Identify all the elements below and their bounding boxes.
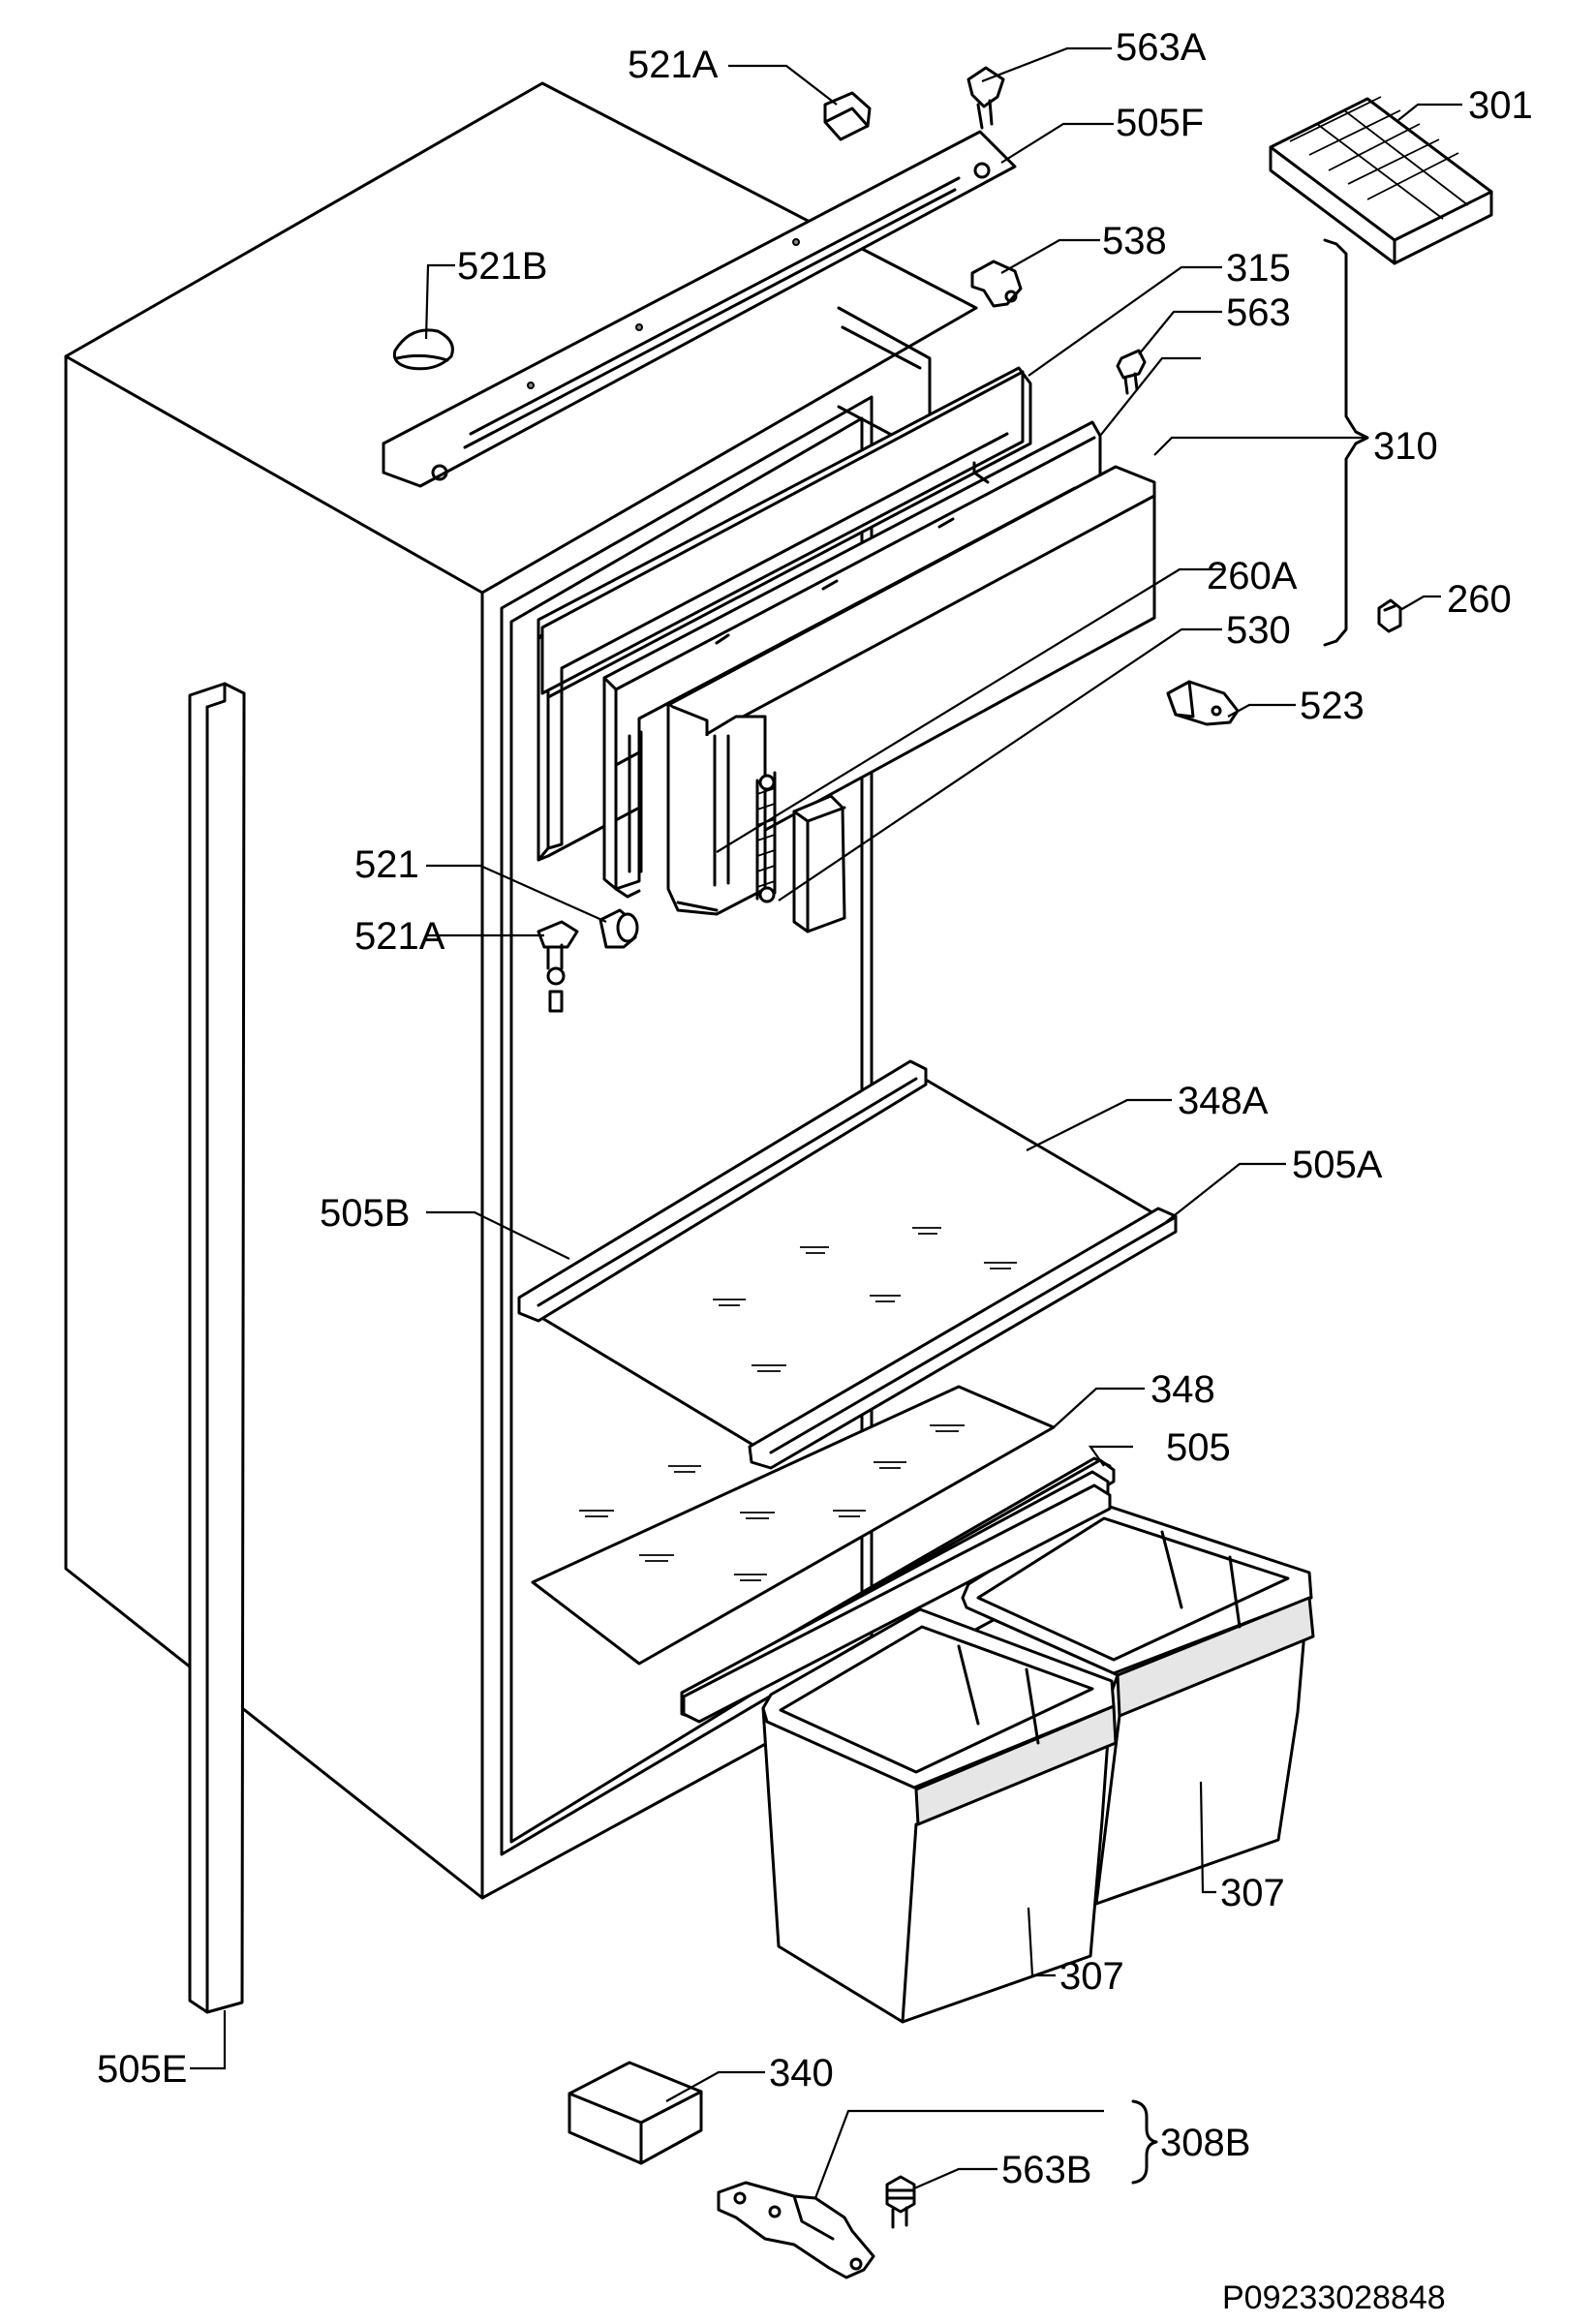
label-505a: 505A: [1292, 1144, 1383, 1186]
hinge-pins: [537, 349, 1147, 1013]
label-308b: 308B: [1160, 2122, 1250, 2164]
label-505b: 505B: [320, 1192, 410, 1235]
label-260a: 260A: [1207, 555, 1298, 597]
part-labels: 521A 563A 505F 301 521B 538 315 563 310 …: [97, 26, 1533, 2316]
crisper-drawer-left: [761, 1607, 1118, 2024]
label-348: 348: [1150, 1368, 1215, 1411]
top-hinge-rail: [382, 130, 1017, 488]
label-523: 523: [1300, 685, 1365, 727]
door-hinge-spring: [755, 771, 777, 903]
label-301: 301: [1468, 84, 1533, 127]
label-505: 505: [1166, 1426, 1231, 1469]
freezer-door-frame: [537, 366, 1032, 862]
ice-cube-tray: [1269, 96, 1493, 265]
label-521b: 521B: [457, 245, 547, 288]
door-handle-piece: [792, 794, 846, 933]
leader-lines: [190, 46, 1462, 2199]
label-505e: 505E: [97, 2048, 187, 2091]
right-small-parts: [1166, 598, 1402, 726]
label-521: 521: [354, 843, 419, 886]
label-563b: 563B: [1001, 2149, 1091, 2191]
bottom-hinge-bracket: [717, 2175, 916, 2279]
spacer-block: [567, 2061, 703, 2165]
upper-glass-shelf: [517, 1059, 1178, 1470]
label-505f: 505F: [1116, 102, 1204, 144]
label-310: 310: [1373, 425, 1438, 468]
freezer-door-outer: [666, 465, 1156, 916]
crisper-drawer-right: [961, 1501, 1315, 1906]
label-260: 260: [1447, 578, 1512, 621]
door-seal-strip: [188, 682, 246, 2014]
label-530: 530: [1226, 609, 1291, 652]
label-521a-top: 521A: [628, 44, 719, 86]
label-348a: 348A: [1178, 1080, 1269, 1122]
group-bracket-310: [1323, 238, 1369, 647]
label-307-right: 307: [1220, 1872, 1285, 1914]
drawing-reference: P09233028848: [1222, 2279, 1446, 2316]
label-315: 315: [1226, 247, 1291, 290]
label-521a-mid: 521A: [354, 915, 445, 958]
label-307-left: 307: [1059, 1955, 1124, 1998]
label-563: 563: [1226, 291, 1291, 334]
label-340: 340: [769, 2052, 834, 2095]
front-rail-505: [682, 1483, 1112, 1724]
group-brace-308b: [1131, 2099, 1158, 2185]
label-563a: 563A: [1116, 26, 1207, 69]
label-538: 538: [1102, 220, 1167, 262]
